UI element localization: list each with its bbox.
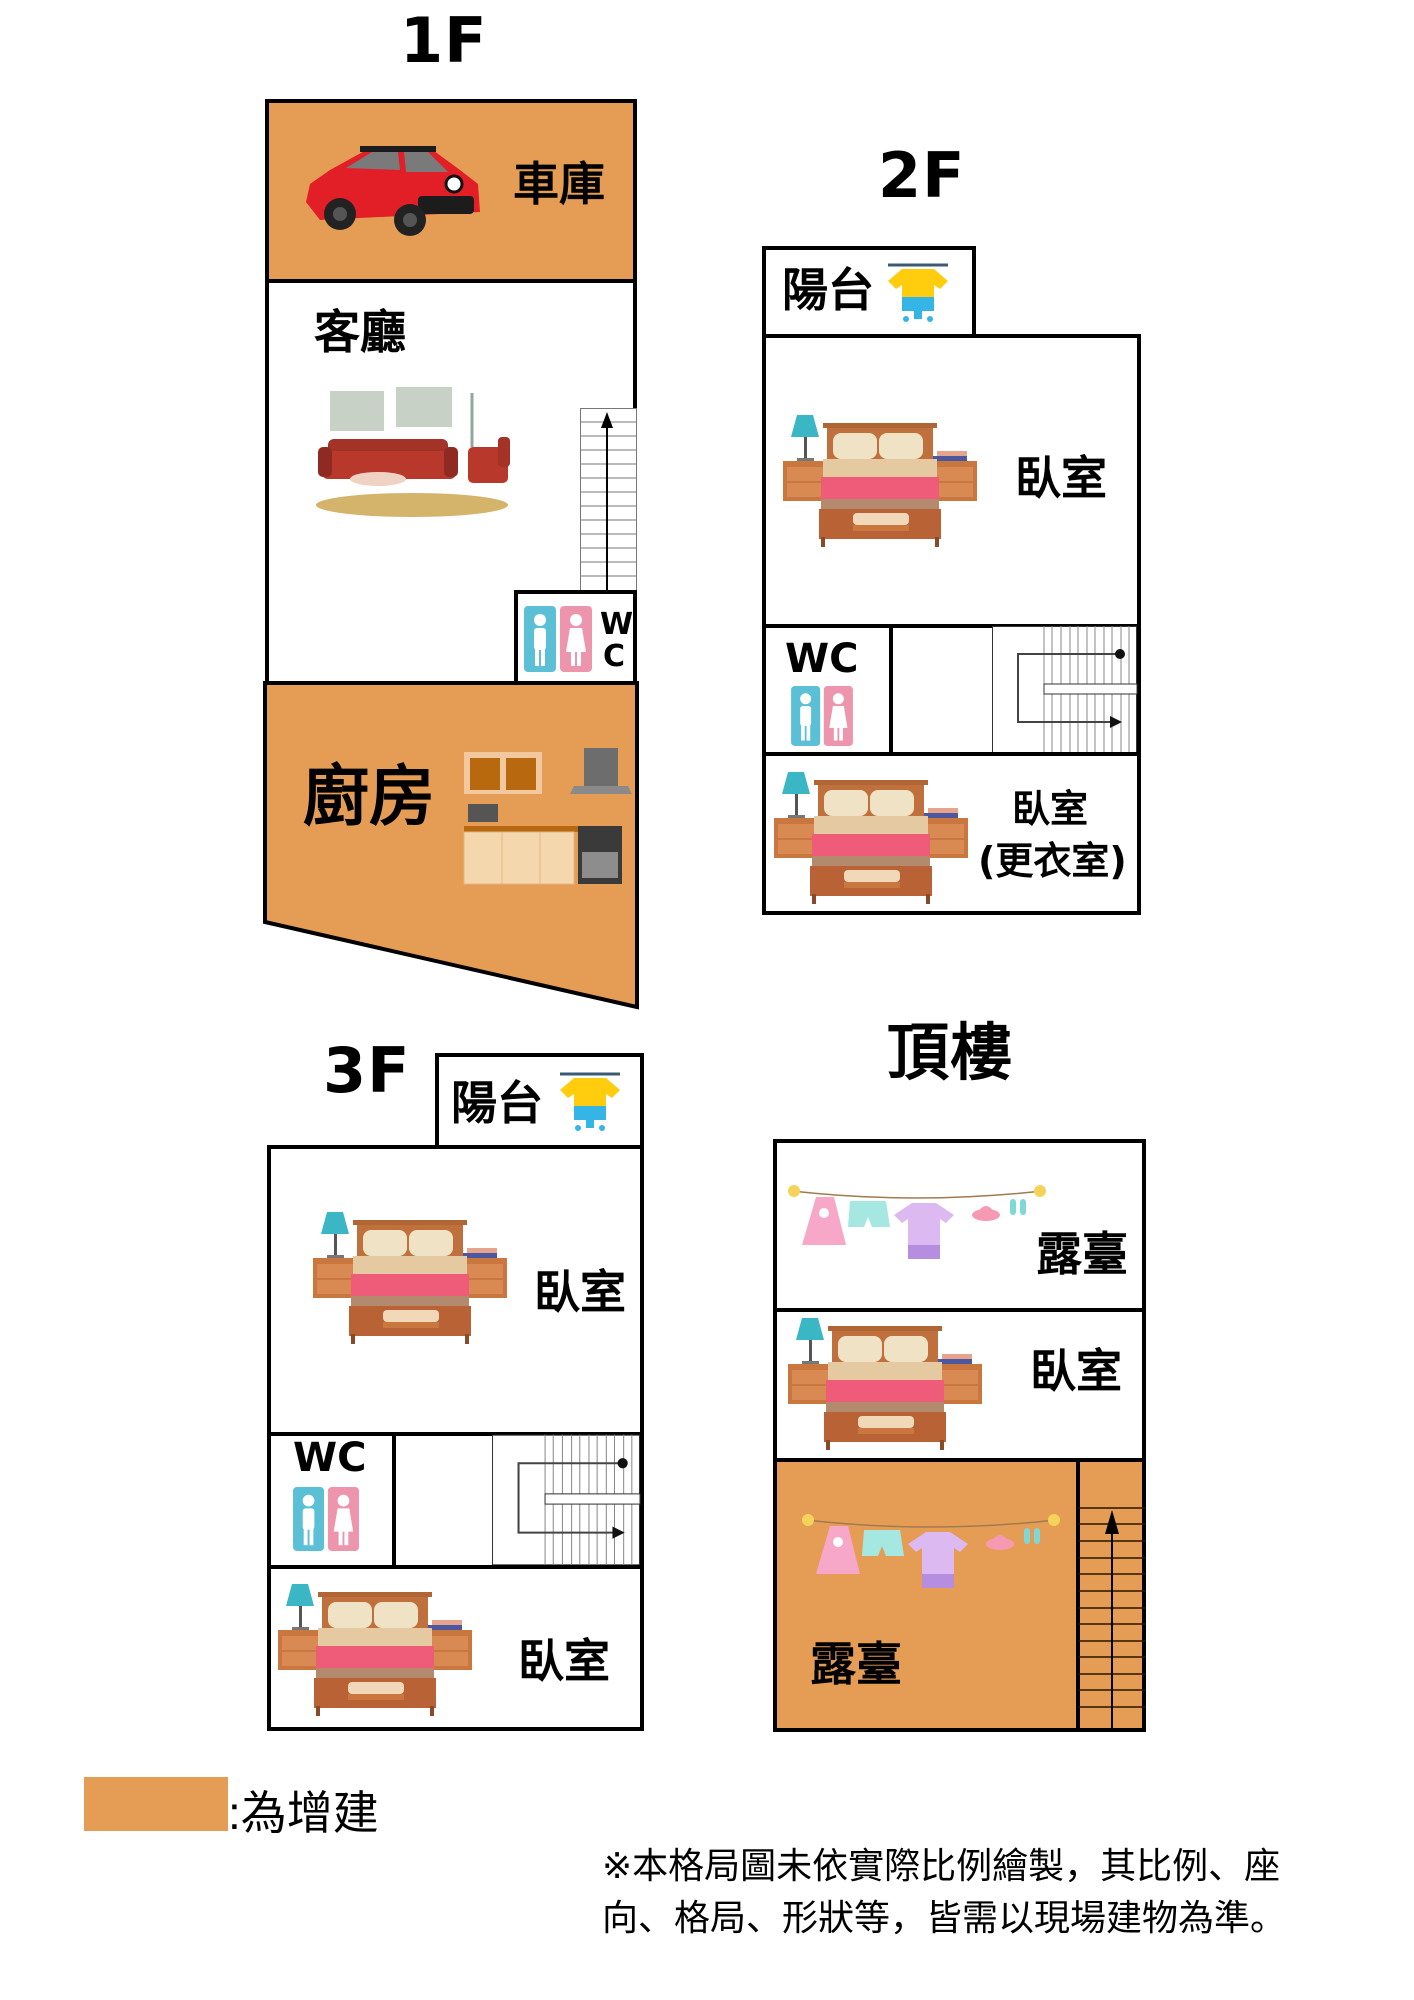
room-label-bedroom-roof: 臥室 [1030,1344,1122,1398]
legend-extension-label: :為增建 [228,1787,379,1839]
kitchen-icon [463,748,632,885]
restroom-icon [293,1487,359,1551]
room-label-terrace1-roof: 露臺 [1036,1227,1128,1281]
sofa-icon [316,387,510,517]
floor-title-2f: 2F [878,139,966,212]
room-terrace2-roof [773,1458,1146,1732]
room-label-kitchen: 廚房 [303,758,435,835]
clothesline-icon [787,1184,1047,1260]
stairs-up-icon-1f [580,408,637,594]
u-turn-stairs-icon [992,626,1138,754]
room-label-wc-3f: WC [293,1435,367,1481]
disclaimer-line2: 向、格局、形狀等，皆需以現場建物為準。 [602,1897,1287,1938]
car-icon [306,146,480,236]
clothesline-icon [801,1513,1061,1589]
room-label-wc-2f: WC [785,636,859,682]
room-label-living: 客廳 [314,305,406,359]
room-label-balcony-2f: 陽台 [782,263,874,317]
bed-icon [774,772,968,904]
floor-title-roof: 頂樓 [887,1016,1014,1089]
floor-title-3f: 3F [323,1034,411,1107]
wc-label-1f-c: C [603,639,626,674]
stairs-up-icon-roof [1076,1460,1146,1732]
bed-icon [278,1584,472,1716]
laundry-shirt-icon [886,263,950,324]
laundry-shirt-icon [558,1072,622,1133]
restroom-icon [524,606,592,672]
wc-label-1f-w: W [600,607,634,642]
room-kitchen [263,681,639,1010]
room-label-garage: 車庫 [513,157,605,211]
room-label-bedroom1-3f: 臥室 [534,1265,626,1319]
room-label-bedroom2-3f: 臥室 [518,1634,610,1688]
restroom-icon [791,686,853,746]
room-label-balcony-3f: 陽台 [451,1076,543,1130]
room-balcony-2f [762,246,976,338]
bed-icon [783,415,977,547]
room-label-bedroom2-2f-line1: 臥室 [1012,787,1089,831]
room-terrace1-roof [773,1139,1146,1312]
room-label-bedroom2-2f-line2: (更衣室) [978,839,1127,883]
room-balcony-3f [435,1053,644,1153]
disclaimer-line1: ※本格局圖未依實際比例繪製，其比例、座 [602,1845,1281,1886]
room-label-terrace2-roof: 露臺 [810,1637,902,1691]
bed-icon [788,1318,982,1450]
room-label-bedroom1-2f: 臥室 [1015,451,1107,505]
floor-title-1f: 1F [400,4,488,77]
bed-icon [313,1212,507,1344]
u-turn-stairs-icon [492,1434,641,1566]
legend-extension-swatch [84,1777,228,1831]
